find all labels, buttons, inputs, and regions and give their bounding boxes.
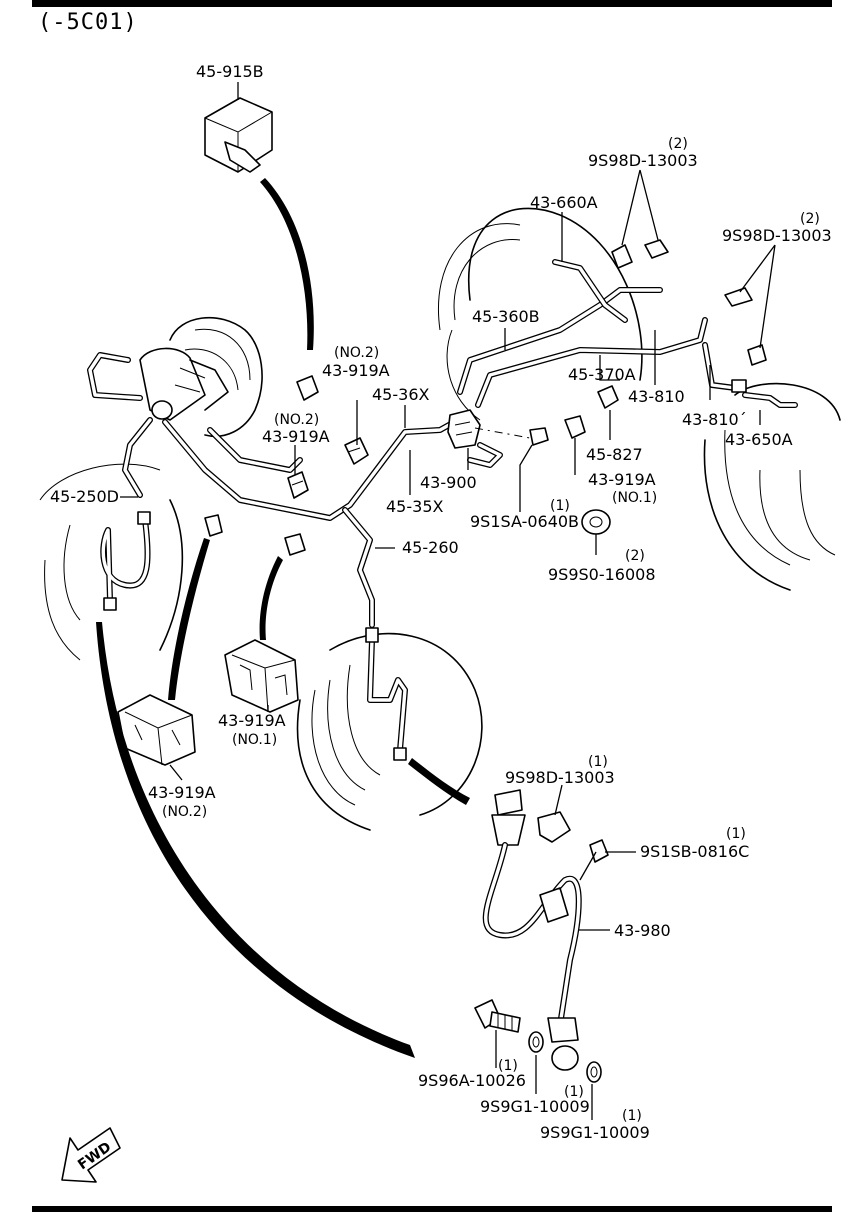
callout-arrow-front-right <box>408 758 470 805</box>
brake-booster <box>169 316 263 437</box>
clip-43-919a-no2-upper <box>296 375 319 401</box>
part-qty-p21: (NO.1) <box>232 732 277 748</box>
callout-arrow-clip-no1 <box>259 556 283 640</box>
clip-43-919a-no2-mid <box>344 437 369 465</box>
clip-43-919a-no2-left <box>287 471 309 499</box>
part-label-p27: 9S9G1-10009 <box>480 1097 590 1116</box>
front-left-flex-hose <box>100 511 151 611</box>
part-qty-p27: (1) <box>564 1084 584 1100</box>
clip-9s98d-detail <box>537 811 571 843</box>
part-label-p2: 9S98D-13003 <box>588 151 698 170</box>
bracket-45-915b <box>204 97 273 173</box>
bottom-rule <box>32 1206 832 1212</box>
part-label-p1: 45-915B <box>196 62 264 81</box>
part-label-p18: 9S1SA-0640B <box>470 512 579 531</box>
part-label-p12: 43-919A <box>262 427 330 446</box>
hose-detail-43-980 <box>482 789 582 1071</box>
top-rule <box>32 0 832 7</box>
part-label-p20: 9S9S0-16008 <box>548 565 656 584</box>
rear-left-tire <box>703 382 841 591</box>
part-label-p19: 45-260 <box>402 538 459 557</box>
part-qty-p28: (1) <box>622 1108 642 1124</box>
part-label-p21: 43-919A <box>218 711 286 730</box>
part-label-p25: 43-980 <box>614 921 671 940</box>
leader-lines <box>120 82 776 1120</box>
clip-small-a <box>204 514 306 556</box>
fwd-arrow-icon: FWD <box>61 1127 121 1183</box>
part-label-p26: 9S96A-10026 <box>418 1071 526 1090</box>
part-label-p15: 43-919A <box>588 470 656 489</box>
bolt-9s1sa <box>474 427 549 446</box>
diagram-code: (-5C01) <box>38 10 138 35</box>
part-label-p24: 9S1SB-0816C <box>640 842 749 861</box>
part-label-p23: 9S98D-13003 <box>505 768 615 787</box>
part-labels: 45-915B (2) 9S98D-13003 43-660A (2) 9S98… <box>50 62 832 1142</box>
part-label-p11: 43-650A <box>725 430 793 449</box>
bolt-45-827 <box>597 385 619 409</box>
part-label-p28: 9S9G1-10009 <box>540 1123 650 1142</box>
part-qty-p15: (NO.1) <box>612 490 657 506</box>
part-qty-p2: (2) <box>668 136 688 152</box>
banjo-bolt-9s96a <box>474 999 521 1033</box>
part-qty-p6: (NO.2) <box>334 345 379 361</box>
callout-arrow-clip-no2 <box>168 538 210 700</box>
part-label-p14: 43-900 <box>420 473 477 492</box>
clip-43-919a-no1-right <box>564 415 586 439</box>
part-label-p17: 45-35X <box>386 497 443 516</box>
callout-arrow-915b <box>260 178 314 350</box>
part-label-p3: 43-660A <box>530 193 598 212</box>
front-right-tire <box>296 632 483 831</box>
part-label-p7: 45-36X <box>372 385 429 404</box>
part-label-p8: 45-370A <box>568 365 636 384</box>
brake-lines <box>87 259 798 628</box>
callout-arrow-hose <box>96 622 415 1058</box>
part-label-p10: 43-810´ <box>682 410 747 429</box>
clip-detail-no1 <box>224 639 299 713</box>
part-label-p6: 43-919A <box>322 361 390 380</box>
part-qty-p22: (NO.2) <box>162 804 207 820</box>
washer-9s9g1-b <box>586 1061 602 1083</box>
clip-9s98d-b <box>724 287 767 366</box>
proportioning-valve <box>447 409 481 449</box>
front-left-tire <box>39 463 184 661</box>
part-label-p13: 45-827 <box>586 445 643 464</box>
part-label-p5: 45-360B <box>472 307 540 326</box>
front-right-flex-hose <box>365 627 408 761</box>
part-label-p9: 43-810 <box>628 387 685 406</box>
rear-flex-hose <box>702 342 747 393</box>
part-label-p4: 9S98D-13003 <box>722 226 832 245</box>
part-qty-p4: (2) <box>800 211 820 227</box>
part-qty-p26: (1) <box>498 1058 518 1074</box>
part-qty-p23: (1) <box>588 754 608 770</box>
part-qty-p24: (1) <box>726 826 746 842</box>
grommet-9s9s0 <box>581 509 611 535</box>
clip-9s98d-a <box>611 239 669 269</box>
washer-9s9g1-a <box>528 1031 544 1053</box>
part-label-p16: 45-250D <box>50 487 119 506</box>
part-qty-p20: (2) <box>625 548 645 564</box>
part-label-p22: 43-919A <box>148 783 216 802</box>
master-cylinder <box>139 347 229 421</box>
part-qty-p18: (1) <box>550 498 570 514</box>
part-qty-p12: (NO.2) <box>274 412 319 428</box>
